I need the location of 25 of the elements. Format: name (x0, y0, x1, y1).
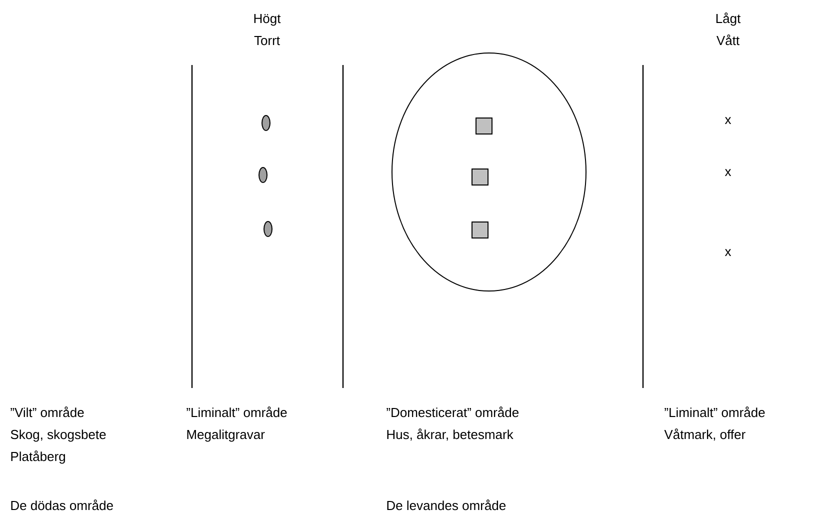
label-text: ”Domesticerat” område (386, 406, 519, 418)
ellipse-area (392, 52, 586, 292)
label-text: Skog, skogsbete (10, 430, 106, 442)
label-text: Torrt (254, 36, 280, 46)
oval-mark (264, 221, 272, 237)
oval-mark (262, 115, 270, 131)
label-text: Platåberg (11, 450, 65, 464)
label-text: Vått (716, 34, 740, 46)
square-mark (472, 222, 488, 238)
label-text: Hus, åkrar, betesmark (387, 428, 514, 441)
label-text: Megalitgravar (187, 430, 265, 442)
label-text: ”Vilt” område (10, 406, 84, 418)
label-text: Högt (254, 14, 281, 26)
label-text: Våtmark, offer (664, 428, 746, 441)
label-text: ”Liminalt” område (186, 406, 287, 418)
square-mark (472, 168, 488, 186)
cross-mark: x (724, 117, 732, 124)
label-text: De dödas område (11, 500, 113, 510)
label-text: ”Liminalt” område (664, 406, 765, 418)
label-text: Lågt (716, 12, 741, 26)
label-text: De levandes område (387, 500, 506, 510)
oval-mark (258, 167, 268, 183)
cross-mark: x (724, 169, 732, 176)
cross-mark: x (724, 249, 732, 256)
square-mark (476, 118, 492, 134)
